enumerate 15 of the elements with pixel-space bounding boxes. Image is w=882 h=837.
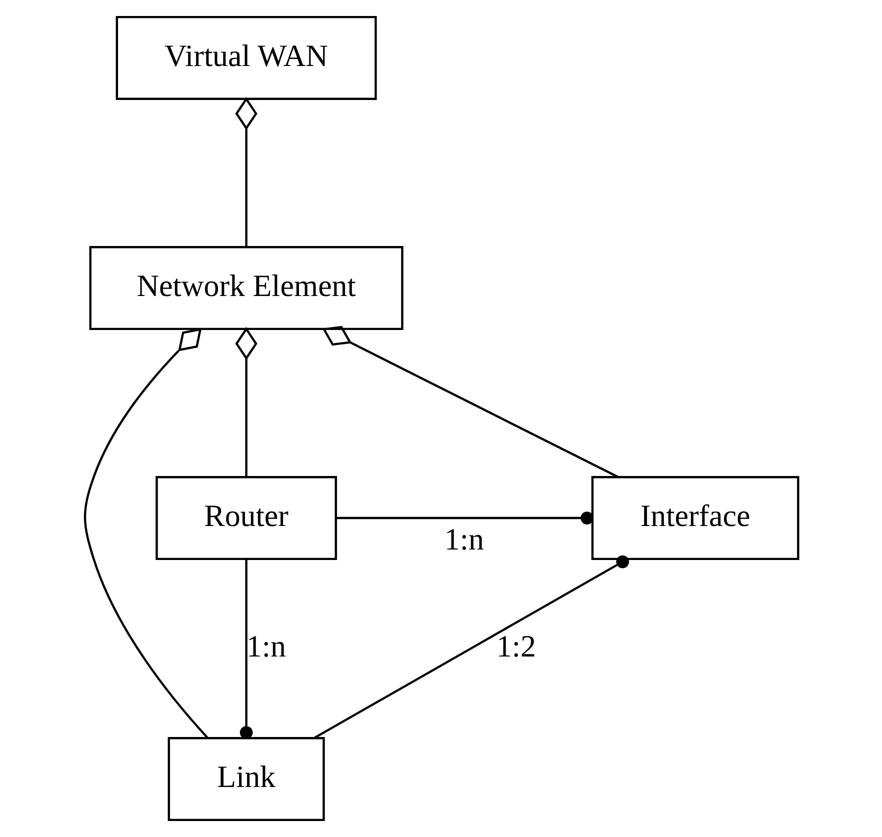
connector <box>234 97 257 246</box>
edge-label: 1:n <box>444 521 484 556</box>
node-box: Link <box>167 737 324 822</box>
node-box: Virtual WAN <box>115 16 376 100</box>
connector <box>83 328 208 738</box>
connector <box>336 512 593 524</box>
node-box: Network Element <box>88 246 403 330</box>
connector <box>313 555 629 739</box>
connector <box>239 560 252 739</box>
node-box: Interface <box>590 476 799 560</box>
connector <box>234 327 257 477</box>
connector <box>322 326 618 478</box>
edge-label: 1:n <box>246 628 286 664</box>
node-box: Router <box>155 476 336 560</box>
edge-label: 1:2 <box>496 628 536 664</box>
